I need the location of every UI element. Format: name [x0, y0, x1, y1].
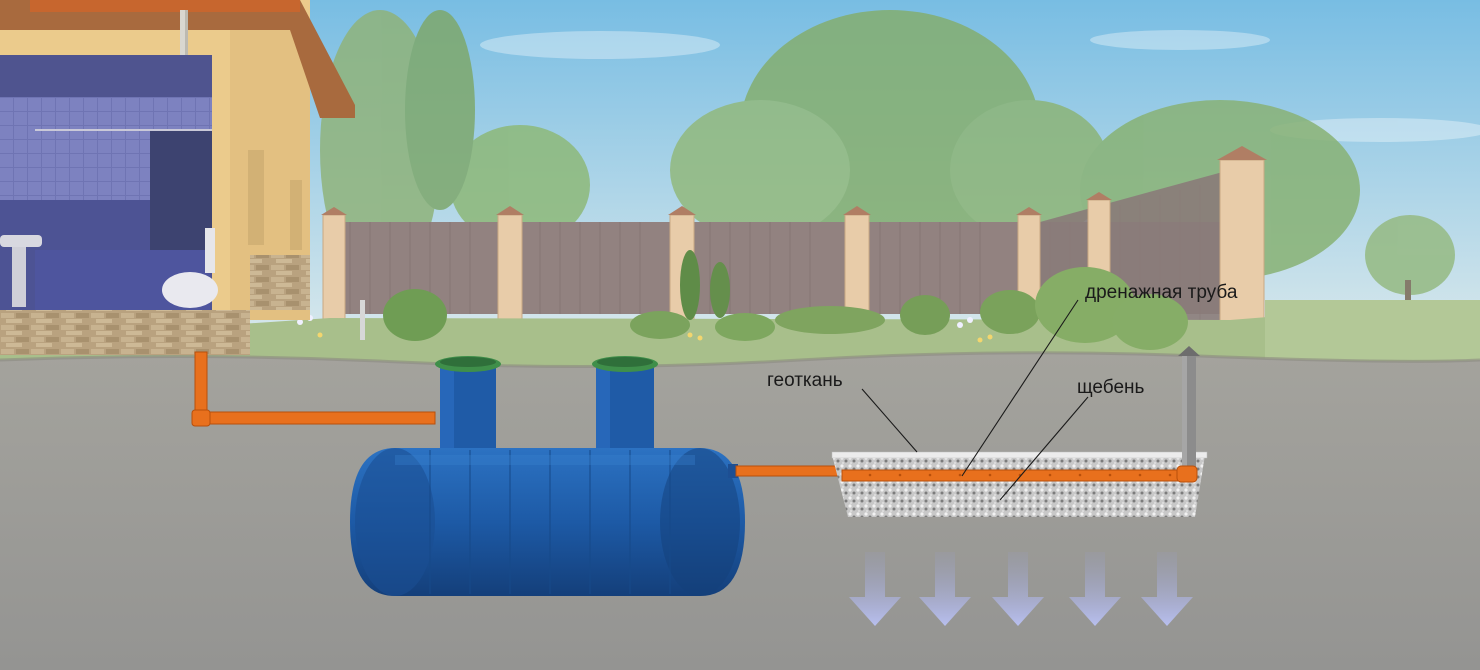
label-gravel: щебень: [1077, 377, 1145, 398]
percolation-arrows: [849, 552, 1193, 626]
down-arrow-icon: [1141, 552, 1193, 626]
leader-lines: [861, 299, 1089, 501]
clouds: [480, 30, 1480, 142]
outlet-pipe: [728, 464, 847, 478]
inlet-pipe: [191, 351, 436, 427]
septic-tank: [350, 356, 745, 596]
down-arrow-icon: [992, 552, 1044, 626]
shrubs: [297, 250, 1188, 350]
label-drain-pipe: дренажная труба: [1085, 282, 1238, 303]
down-arrow-icon: [919, 552, 971, 626]
bathroom-cutaway: [0, 55, 218, 310]
label-geotextile: геоткань: [767, 370, 843, 391]
drainage-field: [831, 346, 1208, 517]
down-arrow-icon: [1069, 552, 1121, 626]
geotextile-layer: [831, 451, 1208, 459]
down-arrow-icon: [849, 552, 901, 626]
